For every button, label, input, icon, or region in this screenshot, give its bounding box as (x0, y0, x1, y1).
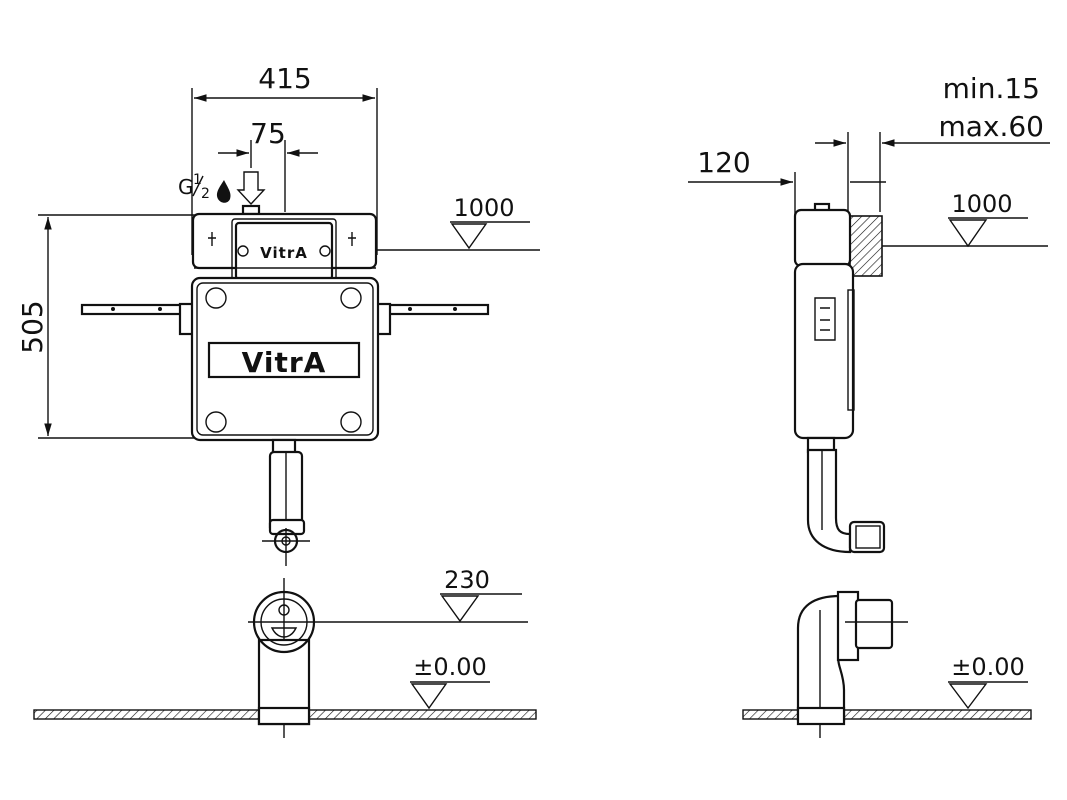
inlet-arrow-icon (236, 171, 266, 206)
dimension-adjust-min-label: min.15 (943, 72, 1040, 105)
water-drop-icon (216, 180, 231, 203)
level-floor-side-label: ±0.00 (951, 653, 1025, 681)
level-top-front: 1000 (450, 194, 530, 250)
dimension-adjust: min.15 max.60 (815, 72, 1050, 212)
side-valve-icon (814, 297, 836, 341)
floor-front: ±0.00 (33, 653, 537, 726)
inlet-thread-label: G 1 2 (178, 171, 266, 216)
level-drain-front: 230 (440, 566, 522, 623)
level-top-side: 1000 (948, 190, 1028, 248)
level-top-front-label: 1000 (453, 194, 514, 222)
inlet-thread-num: 1 (193, 172, 202, 188)
small-vitra-logo: VitrA (260, 244, 308, 262)
front-view: 415 75 G 1 2 505 (16, 62, 540, 738)
dimension-width: 415 (191, 62, 378, 255)
cistern-body: VitrA (190, 276, 380, 442)
cistern-side (793, 202, 1048, 440)
level-drain-front-label: 230 (444, 566, 490, 594)
inlet-thread-g: G (178, 175, 194, 199)
dimension-height: 505 (16, 214, 200, 439)
inlet-thread-den: 2 (201, 186, 210, 202)
floor-side: ±0.00 (742, 653, 1032, 726)
cistern-top-unit: VitrA (191, 212, 540, 284)
dimension-depth-label: 120 (697, 146, 750, 179)
drain-elbow-side (796, 590, 908, 738)
level-top-side-label: 1000 (951, 190, 1012, 218)
dimension-inlet-offset: 75 (218, 117, 318, 212)
level-floor-front-label: ±0.00 (413, 653, 487, 681)
side-view: min.15 max.60 120 1000 (688, 72, 1050, 738)
flush-pipe-side (806, 436, 886, 554)
dimension-depth: 120 (688, 146, 796, 215)
dimension-height-label: 505 (16, 300, 49, 353)
dimension-inlet-offset-label: 75 (250, 117, 286, 150)
dimension-adjust-max-label: max.60 (938, 110, 1044, 143)
mounting-rails (80, 302, 490, 336)
flush-pipe-front (262, 438, 310, 566)
dimension-width-label: 415 (258, 62, 311, 95)
large-vitra-logo: VitrA (242, 346, 327, 379)
